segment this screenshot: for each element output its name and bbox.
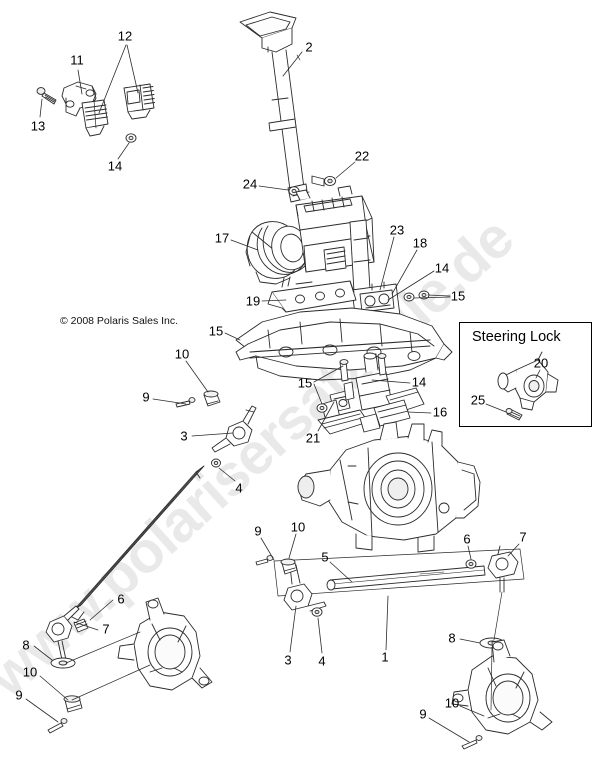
part-steering-post bbox=[239, 11, 310, 203]
callout-20: 20 bbox=[533, 355, 549, 371]
part-4-nut-left bbox=[211, 458, 221, 468]
part-3-tie-rod-end-left bbox=[211, 405, 257, 453]
callout-6-b: 6 bbox=[463, 531, 471, 547]
callout-9-d: 9 bbox=[15, 687, 23, 703]
callout-10-d: 10 bbox=[22, 664, 38, 680]
part-9-bolt-left-lower bbox=[47, 718, 68, 734]
callout-9-a: 9 bbox=[142, 389, 150, 405]
callout-6-a: 6 bbox=[117, 591, 125, 607]
callout-14-upper: 14 bbox=[107, 158, 123, 174]
part-4-nut-right bbox=[311, 607, 323, 617]
part-7-tie-rod-end-left bbox=[45, 605, 80, 661]
callout-15-c: 15 bbox=[297, 375, 313, 391]
part-6-nut-right bbox=[465, 559, 477, 569]
callout-19: 19 bbox=[245, 293, 261, 309]
part-5-tie-rod-left bbox=[69, 465, 205, 621]
callout-2: 2 bbox=[305, 39, 313, 55]
steering-lock-title: Steering Lock bbox=[472, 329, 561, 345]
part-19-bracket bbox=[267, 276, 357, 313]
part-9-bolt-left bbox=[175, 397, 196, 408]
callout-21: 21 bbox=[305, 430, 321, 446]
part-22-nut bbox=[311, 175, 336, 187]
callout-15-b: 15 bbox=[208, 323, 224, 339]
callout-25: 25 bbox=[470, 392, 486, 408]
callout-15-a: 15 bbox=[450, 288, 466, 304]
part-14-nut-upper bbox=[125, 133, 137, 143]
part-3-tie-rod-end-right bbox=[283, 564, 327, 612]
callout-16: 16 bbox=[432, 404, 448, 420]
callout-9-b: 9 bbox=[254, 523, 262, 539]
callout-5-a: 5 bbox=[321, 549, 329, 565]
callout-17: 17 bbox=[214, 230, 230, 246]
callout-3-a: 3 bbox=[180, 428, 188, 444]
part-10-nut-left-lower bbox=[63, 695, 83, 713]
part-13-bolt bbox=[36, 87, 57, 105]
callout-7-a: 7 bbox=[102, 621, 110, 637]
callout-18: 18 bbox=[412, 235, 428, 251]
callout-24: 24 bbox=[242, 176, 258, 192]
part-right-knuckle bbox=[451, 639, 553, 735]
right-assembly-leader bbox=[490, 591, 503, 711]
callout-8-b: 8 bbox=[448, 630, 456, 646]
part-9-bolt-right-upper bbox=[255, 555, 274, 566]
part-8-washer-left bbox=[50, 657, 76, 669]
callout-4-b: 4 bbox=[318, 653, 326, 669]
part-25-screw bbox=[505, 408, 523, 421]
part-left-knuckle bbox=[117, 597, 213, 691]
callout-3-b: 3 bbox=[284, 652, 292, 668]
left-assembly-leader bbox=[65, 631, 151, 701]
part-16-coupler-yoke bbox=[359, 387, 425, 433]
callout-14-lower: 14 bbox=[411, 374, 427, 390]
part-14-shaft bbox=[343, 352, 393, 411]
leader-lines bbox=[25, 44, 541, 743]
part-23-control-module bbox=[295, 185, 401, 323]
part-1-tie-rod-group-box bbox=[273, 548, 525, 597]
callout-10-c: 10 bbox=[444, 695, 460, 711]
callout-10-a: 10 bbox=[174, 346, 190, 362]
part-front-gearcase bbox=[297, 421, 481, 553]
part-frame-cradle bbox=[235, 307, 453, 381]
callout-22: 22 bbox=[354, 148, 370, 164]
callout-23: 23 bbox=[389, 222, 405, 238]
part-10-nut-right-upper bbox=[280, 558, 298, 575]
part-17-eps-motor bbox=[245, 221, 309, 285]
part-15-bolts-lower bbox=[316, 353, 387, 413]
part-5-tie-rod-right bbox=[326, 565, 486, 591]
callout-1: 1 bbox=[381, 649, 389, 665]
callout-8-a: 8 bbox=[22, 637, 30, 653]
part-7-tie-rod-end-right bbox=[487, 545, 519, 593]
callout-13: 13 bbox=[30, 118, 46, 134]
callout-12: 12 bbox=[117, 28, 133, 44]
callout-9-c: 9 bbox=[419, 706, 427, 722]
callout-10-b: 10 bbox=[290, 519, 306, 535]
part-10-nut-left bbox=[203, 390, 221, 407]
callout-7-b: 7 bbox=[519, 529, 527, 545]
callout-14-mid: 14 bbox=[434, 260, 450, 276]
copyright-notice: © 2008 Polaris Sales Inc. bbox=[60, 315, 179, 327]
part-6-nut-left bbox=[73, 618, 89, 633]
part-9-bolt-right-lower bbox=[461, 735, 483, 750]
callout-11: 11 bbox=[70, 52, 84, 68]
steering-lock-inset-box bbox=[459, 322, 592, 427]
callout-4-a: 4 bbox=[235, 480, 243, 496]
